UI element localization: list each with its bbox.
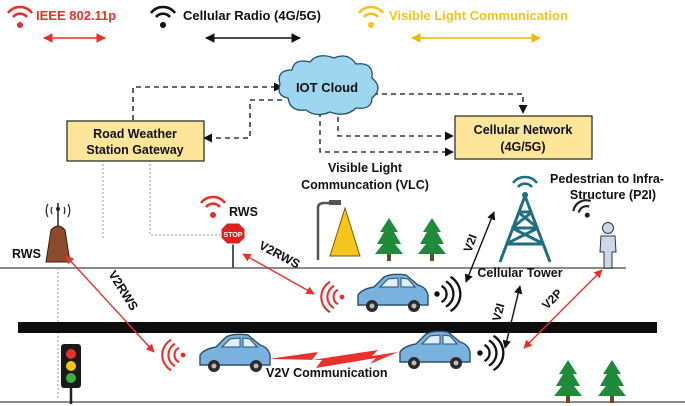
cellular-network: Cellular Network (4G/5G) [455,116,592,159]
rws-stop-label: RWS [229,205,258,219]
car-right [400,331,470,369]
v2v-label: V2V Communication [266,366,388,380]
v2rws-top-label: V2RWS [257,238,303,271]
arrow-v2p [524,270,602,348]
legend-802-11p-label: IEEE 802.11p [36,8,116,23]
car-top [358,274,428,312]
gateway-label-1: Road Weather [93,127,177,141]
traffic-light [61,344,81,404]
arrow-v2i-bottom [505,286,520,348]
vlc-light-beam [330,208,360,256]
wifi-red-icon [8,7,32,28]
wifi-yellow-icon [359,7,383,28]
rws-antenna-tip [56,207,60,211]
road-weather-station-gateway: Road Weather Station Gateway [67,121,204,161]
cellular-tower: Cellular Tower [477,177,562,280]
traffic-light-red [66,349,76,359]
wifi-stop-icon [201,197,225,218]
v2i-top-label: V2I [461,232,480,254]
legend-vlc-label: Visible Light Communication [389,8,568,23]
iot-cloud: IOT Cloud [279,56,378,115]
tree-icon-3 [554,360,582,403]
legend-vlc: Visible Light Communication [359,7,568,38]
tower-lattice [500,196,550,262]
streetlight-head [329,200,341,205]
tree-icon-4 [598,360,626,403]
pedestrian-body [600,236,616,268]
tower-signal-icon [513,177,537,198]
vlc-label-1: Visible Light [328,161,403,175]
cellular-network-label-2: (4G/5G) [500,140,545,154]
car-right-cell-signal-icon [477,336,503,370]
tree-icon-1 [375,218,403,261]
p2i-label-1: Pedestrian to Infra- [550,172,664,186]
vlc-streetlight: Visible Light Communcation (VLC) [301,161,429,260]
legend-cellular: Cellular Radio (4G/5G) [151,7,321,38]
traffic-light-green [66,373,76,383]
pedestrian-head [603,223,614,234]
v2rws-left-label: V2RWS [105,268,140,313]
legend-802-11p: IEEE 802.11p [8,7,116,38]
legend-cellular-label: Cellular Radio (4G/5G) [183,8,321,23]
gateway-label-2: Station Gateway [86,143,183,157]
stop-sign-text: STOP [224,232,243,239]
wifi-black-icon [151,7,175,28]
vlc-label-2: Communcation (VLC) [301,178,429,192]
cellular-network-label-1: Cellular Network [474,123,573,137]
rws-station-left: RWS [12,203,70,262]
car-top-cell-signal-icon [434,277,460,311]
tree-icon-2 [418,218,446,261]
traffic-light-yellow [66,361,76,371]
car-left-red-signal-icon [162,340,185,370]
car-top-red-signal-icon [321,282,344,312]
rws-left-label: RWS [12,247,41,261]
iot-cloud-label: IOT Cloud [296,80,358,95]
v2p-label: V2P [539,286,565,312]
road-median [18,322,657,333]
v2i-bottom-label: V2I [489,302,507,323]
car-left [200,334,270,372]
pedestrian: Pedestrian to Infra- Structure (P2I) [550,172,664,268]
cellular-tower-label: Cellular Tower [477,266,562,280]
